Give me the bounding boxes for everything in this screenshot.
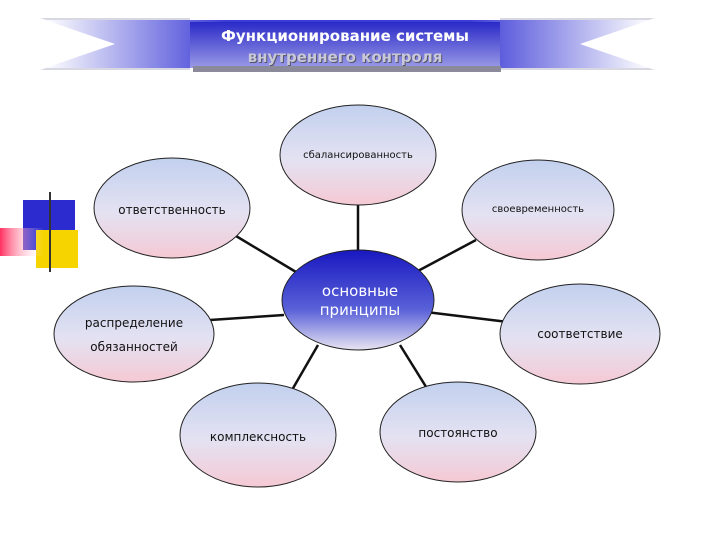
center-label-line-2: принципы bbox=[285, 301, 435, 320]
connector-lower-right bbox=[400, 345, 428, 390]
title-line-1: Функционирование системы bbox=[190, 27, 500, 45]
pink-fade-bar bbox=[0, 228, 44, 256]
label-conformity: соответствие bbox=[510, 327, 650, 341]
title-line-2: внутреннего контроля bbox=[190, 48, 500, 66]
label-constancy: постоянство bbox=[390, 426, 526, 440]
connector-upper-left bbox=[236, 236, 296, 272]
banner-shadow bbox=[193, 66, 501, 72]
label-distribution-line-1: распределение bbox=[58, 316, 210, 330]
connector-left bbox=[210, 315, 284, 320]
connector-lower-left bbox=[292, 345, 318, 390]
connector-right bbox=[426, 312, 508, 322]
label-timeliness: своевременность bbox=[470, 204, 606, 215]
label-complexity: комплексность bbox=[190, 430, 326, 444]
center-label-line-1: основные bbox=[285, 282, 435, 301]
label-balanced: сбалансированность bbox=[280, 150, 436, 161]
label-responsibility: ответственность bbox=[100, 203, 244, 217]
label-distribution-line-2: обязанностей bbox=[58, 340, 210, 354]
node-distribution bbox=[54, 286, 214, 382]
center-label: основные принципы bbox=[285, 282, 435, 320]
connector-upper-right bbox=[416, 240, 476, 272]
